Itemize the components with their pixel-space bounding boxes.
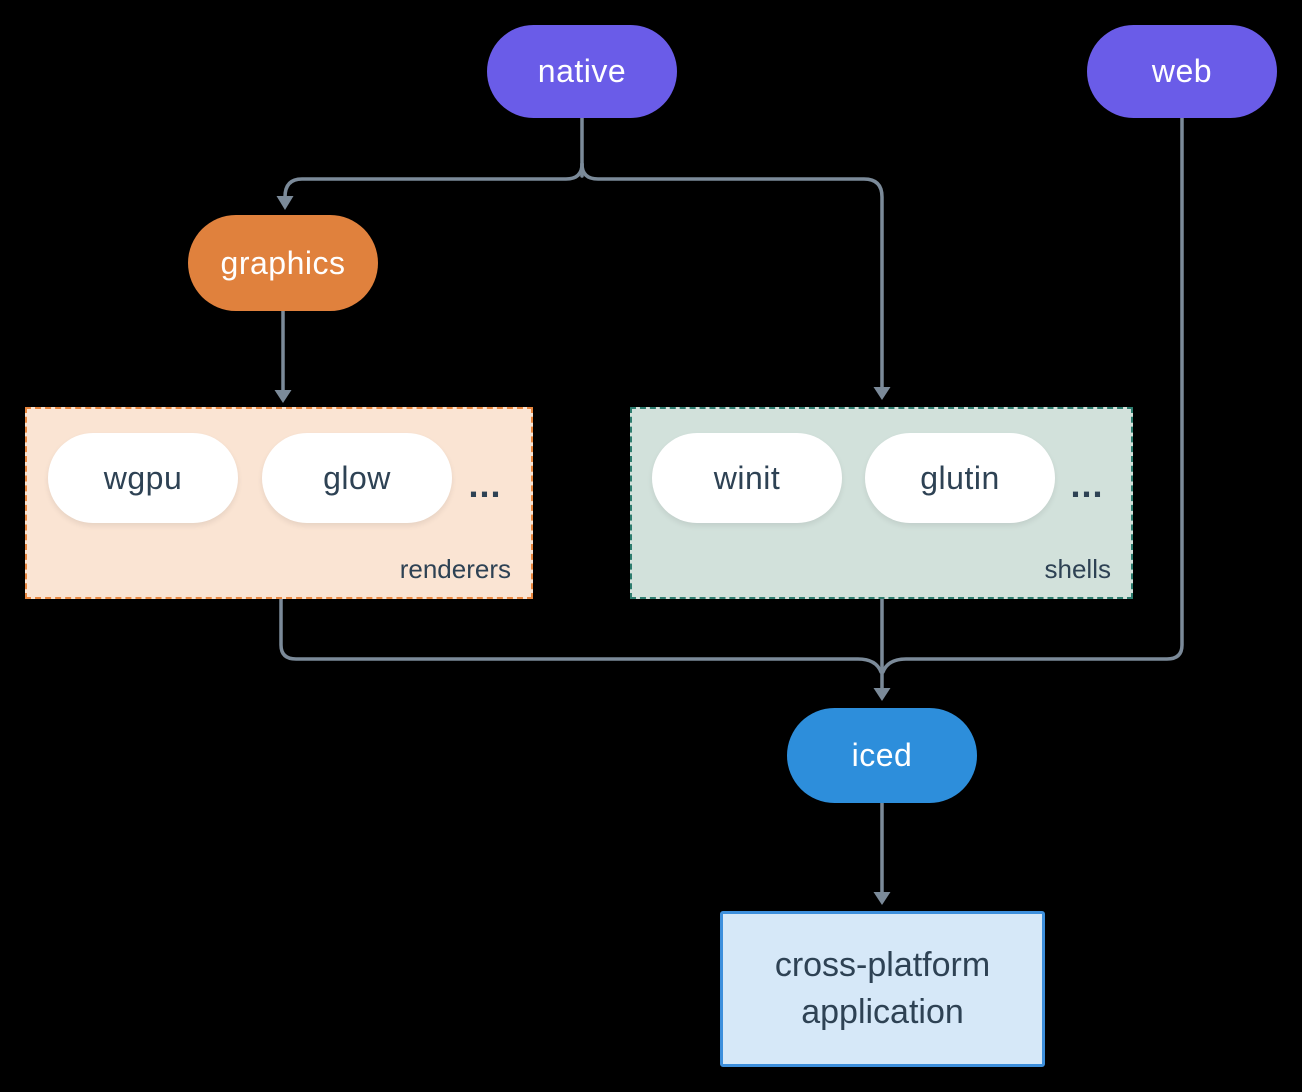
- node-graphics: graphics: [188, 215, 378, 311]
- node-graphics-label: graphics: [220, 244, 346, 281]
- node-cross-platform-application: cross-platform application: [720, 911, 1045, 1067]
- node-glow: glow: [262, 433, 452, 523]
- node-iced-label: iced: [851, 737, 913, 773]
- node-winit-label: winit: [713, 459, 781, 496]
- application-label-line2: application: [801, 993, 964, 1031]
- arrowhead-into-iced: [873, 688, 891, 701]
- edge-native-to-shells: [580, 162, 884, 389]
- arrowhead-into-application: [873, 892, 891, 905]
- application-label-line1: cross-platform: [774, 946, 991, 984]
- node-glow-label: glow: [323, 459, 391, 496]
- node-native-label: native: [537, 53, 627, 89]
- arrowhead-into-graphics: [276, 196, 294, 210]
- shells-ellipsis: ...: [1070, 464, 1104, 505]
- renderers-ellipsis: ...: [468, 464, 502, 505]
- arrowhead-into-renderers: [274, 390, 292, 403]
- group-shells: winit glutin ... shells: [630, 407, 1133, 599]
- node-web-label: web: [1151, 53, 1213, 89]
- node-glutin-label: glutin: [920, 459, 1000, 496]
- edge-native-to-graphics: [283, 162, 584, 199]
- node-winit: winit: [652, 433, 842, 523]
- node-wgpu: wgpu: [48, 433, 238, 523]
- node-iced: iced: [787, 708, 977, 803]
- shells-group-label: shells: [1044, 554, 1111, 584]
- edge-renderers-to-iced: [279, 597, 883, 674]
- edge-web-to-iced: [881, 116, 1184, 674]
- group-renderers: wgpu glow ... renderers: [25, 407, 533, 599]
- arrowhead-into-shells: [873, 387, 891, 400]
- node-glutin: glutin: [865, 433, 1055, 523]
- node-wgpu-label: wgpu: [103, 459, 183, 496]
- renderers-group-label: renderers: [399, 554, 511, 584]
- node-web: web: [1087, 25, 1277, 118]
- node-native: native: [487, 25, 677, 118]
